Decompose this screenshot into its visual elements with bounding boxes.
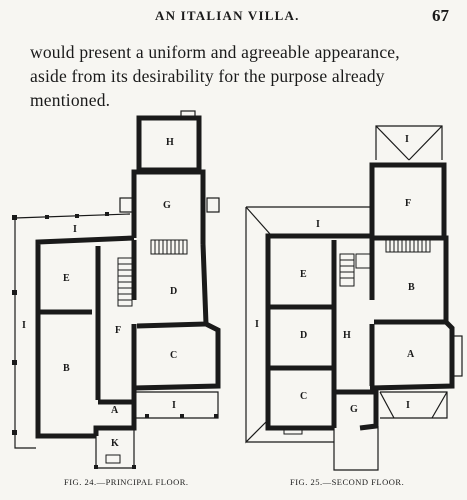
roof-label-i-left: I xyxy=(255,319,259,330)
roof-label-i-bottom: I xyxy=(406,400,410,411)
room-label-f: F xyxy=(115,325,121,336)
room-label-g: G xyxy=(163,200,171,211)
room-label-e: E xyxy=(300,269,307,280)
veranda-outline xyxy=(14,110,220,469)
principal-floor-plan: H G I E D I F C B I A K xyxy=(12,110,221,469)
principal-stairs xyxy=(105,239,188,464)
room-label-b: B xyxy=(63,363,70,374)
room-label-d: D xyxy=(300,330,307,341)
room-label-a: A xyxy=(111,405,119,416)
page-number: 67 xyxy=(432,6,449,25)
veranda-label-i-bottom: I xyxy=(172,400,176,411)
room-label-f: F xyxy=(405,198,411,209)
body-line: would present a uniform and agreeable ap… xyxy=(30,42,400,62)
second-floor-roofs xyxy=(245,125,463,471)
body-line: aside from its desirability for the purp… xyxy=(30,66,385,86)
room-label-g: G xyxy=(350,404,358,415)
room-label-c: C xyxy=(300,391,307,402)
veranda-label-i-left: I xyxy=(22,320,26,331)
roof-label-i-top: I xyxy=(405,134,409,145)
room-label-h: H xyxy=(343,330,351,341)
room-label-h: H xyxy=(166,137,174,148)
roof-label-i-upper: I xyxy=(316,219,320,230)
figure-caption-principal-floor: FIG. 24.—PRINCIPAL FLOOR. xyxy=(64,477,189,487)
principal-walls xyxy=(35,115,221,439)
room-label-k: K xyxy=(111,438,119,449)
body-line: mentioned. xyxy=(30,90,111,110)
running-title: AN ITALIAN VILLA. xyxy=(155,8,300,23)
room-label-b: B xyxy=(408,282,415,293)
running-head: AN ITALIAN VILLA. 67 xyxy=(0,6,467,26)
figure-caption-second-floor: FIG. 25.—SECOND FLOOR. xyxy=(290,477,405,487)
room-label-d: D xyxy=(170,286,177,297)
veranda-posts xyxy=(12,212,218,469)
body-paragraph: would present a uniform and agreeable ap… xyxy=(30,40,450,112)
room-label-e: E xyxy=(63,273,70,284)
veranda-label-i-top: I xyxy=(73,224,77,235)
room-label-a: A xyxy=(407,349,415,360)
second-floor-stairs xyxy=(283,237,431,435)
second-floor-walls xyxy=(265,162,455,431)
second-floor-plan: I F I E B I D H A C I G xyxy=(245,125,463,471)
room-label-c: C xyxy=(170,350,177,361)
